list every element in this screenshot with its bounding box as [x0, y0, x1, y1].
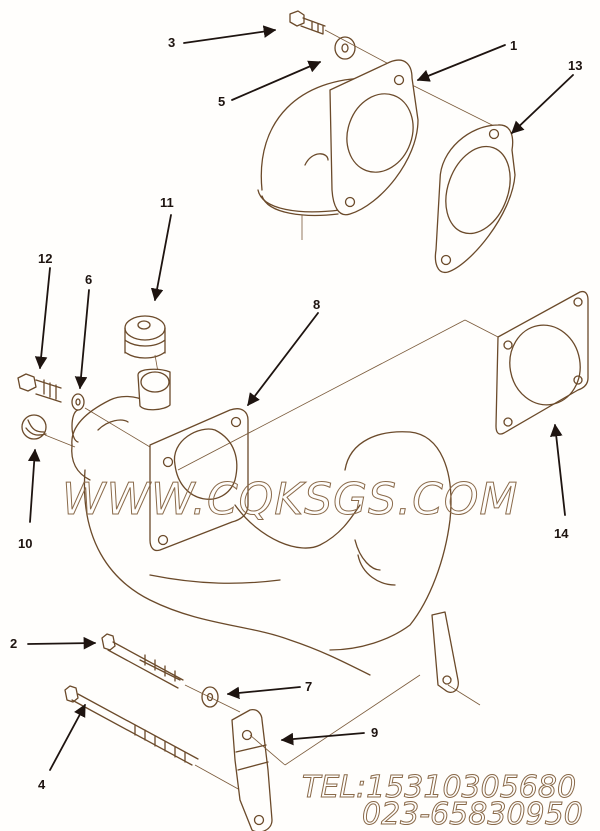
- callout-12: 12: [38, 251, 53, 266]
- callout-10: 10: [18, 536, 33, 551]
- callout-13: 13: [568, 58, 583, 73]
- callout-5: 5: [218, 94, 226, 109]
- watermark-tel: TEL:15310305680: [301, 770, 577, 806]
- callout-8: 8: [313, 297, 321, 312]
- callout-14: 14: [554, 526, 569, 541]
- watermark-phone: 023-65830950: [362, 797, 584, 831]
- bolt-part-12: [17, 373, 85, 411]
- gasket-part-13: [434, 124, 516, 274]
- bolt-part-4: [64, 685, 199, 766]
- watermark-url: WWW.CQKSGS.COM: [61, 474, 519, 526]
- plug-part-10: [21, 414, 47, 440]
- manifold-part-8: [71, 368, 481, 706]
- washer-part-5: [334, 36, 356, 60]
- callout-1: 1: [510, 38, 518, 53]
- callout-4: 4: [38, 777, 46, 792]
- callout-6: 6: [85, 272, 93, 287]
- callout-11: 11: [160, 195, 174, 210]
- bolt-part-2: [101, 633, 184, 689]
- bracket-part-9: [231, 709, 273, 831]
- callout-7: 7: [305, 679, 313, 694]
- callout-9: 9: [371, 725, 379, 740]
- elbow-outlet-part-1: [257, 59, 419, 240]
- callout-2: 2: [10, 636, 18, 651]
- leader-lines: [27, 25, 574, 771]
- callout-3: 3: [168, 35, 176, 50]
- bolt-part-3: [289, 10, 326, 35]
- gasket-part-14: [495, 290, 589, 435]
